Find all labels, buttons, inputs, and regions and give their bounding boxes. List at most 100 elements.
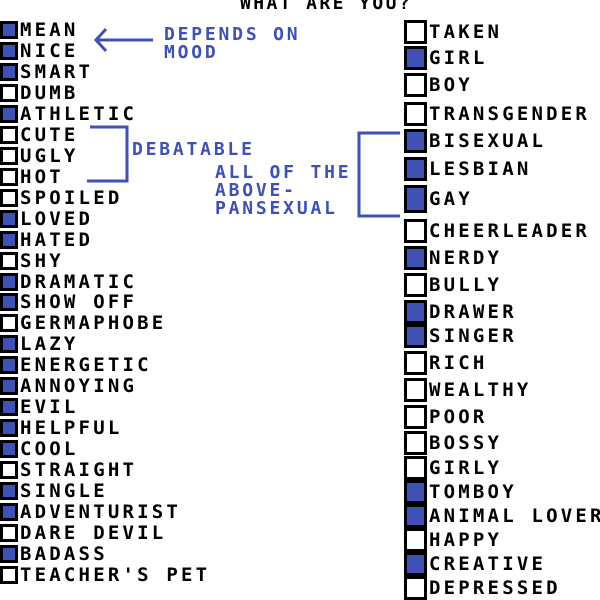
checklist-item[interactable]: TAKEN bbox=[404, 20, 502, 44]
checklist-item[interactable]: BOSSY bbox=[404, 431, 502, 455]
checkbox-checked[interactable] bbox=[0, 398, 18, 417]
checklist-item[interactable]: DEPRESSED bbox=[404, 576, 561, 600]
checkbox-unchecked[interactable] bbox=[404, 378, 427, 402]
checklist-item[interactable]: BOY bbox=[404, 73, 473, 97]
checkbox-checked[interactable] bbox=[0, 230, 18, 249]
checkbox-unchecked[interactable] bbox=[0, 314, 18, 333]
checkbox-unchecked[interactable] bbox=[404, 528, 427, 552]
checklist-item[interactable]: HATED bbox=[0, 230, 93, 250]
checklist-item[interactable]: NICE bbox=[0, 41, 79, 61]
checkbox-checked[interactable] bbox=[404, 157, 427, 181]
checkbox-checked[interactable] bbox=[0, 503, 18, 522]
checklist-item[interactable]: DARE DEVIL bbox=[0, 523, 166, 543]
checklist-item[interactable]: CREATIVE bbox=[404, 552, 546, 576]
checklist-item-label: GAY bbox=[429, 188, 473, 210]
checkbox-unchecked[interactable] bbox=[404, 73, 427, 97]
checkbox-checked[interactable] bbox=[404, 552, 427, 576]
checkbox-unchecked[interactable] bbox=[404, 456, 427, 480]
checkbox-checked[interactable] bbox=[404, 185, 427, 213]
checklist-item[interactable]: TOMBOY bbox=[404, 480, 517, 504]
checkbox-unchecked[interactable] bbox=[0, 167, 18, 186]
checklist-item[interactable]: TRANSGENDER bbox=[404, 102, 590, 126]
checklist-item[interactable]: SHOW OFF bbox=[0, 292, 137, 312]
checkbox-unchecked[interactable] bbox=[404, 576, 427, 600]
checklist-item[interactable]: CUTE bbox=[0, 125, 79, 145]
checkbox-checked[interactable] bbox=[0, 209, 18, 228]
checklist-item[interactable]: DRAWER bbox=[404, 300, 517, 324]
checkbox-unchecked[interactable] bbox=[404, 20, 427, 44]
checklist-item[interactable]: SMART bbox=[0, 62, 93, 82]
checkbox-checked[interactable] bbox=[404, 480, 427, 504]
checkbox-checked[interactable] bbox=[0, 377, 18, 396]
checkbox-checked[interactable] bbox=[404, 46, 427, 70]
checklist-item[interactable]: POOR bbox=[404, 405, 488, 429]
checkbox-checked[interactable] bbox=[0, 41, 18, 60]
checkbox-unchecked[interactable] bbox=[404, 273, 427, 297]
checklist-item[interactable]: HOT bbox=[0, 167, 64, 187]
checkbox-checked[interactable] bbox=[404, 300, 427, 324]
checklist-item[interactable]: RICH bbox=[404, 351, 488, 375]
checkbox-unchecked[interactable] bbox=[404, 431, 427, 455]
checkbox-checked[interactable] bbox=[404, 129, 427, 153]
checkbox-unchecked[interactable] bbox=[0, 146, 18, 165]
checkbox-checked[interactable] bbox=[404, 504, 427, 528]
checkbox-unchecked[interactable] bbox=[404, 102, 427, 126]
checklist-item[interactable]: MEAN bbox=[0, 20, 79, 40]
checkbox-checked[interactable] bbox=[0, 21, 18, 39]
checklist-item[interactable]: GIRLY bbox=[404, 456, 502, 480]
checkbox-unchecked[interactable] bbox=[404, 351, 427, 375]
checkbox-unchecked[interactable] bbox=[0, 125, 18, 144]
checkbox-checked[interactable] bbox=[0, 293, 18, 312]
checkbox-checked[interactable] bbox=[0, 482, 18, 501]
checklist-item[interactable]: UGLY bbox=[0, 146, 79, 166]
checklist-item[interactable]: BADASS bbox=[0, 544, 108, 564]
checklist-item[interactable]: SINGLE bbox=[0, 481, 108, 501]
checklist-item[interactable]: ANIMAL LOVER bbox=[404, 504, 600, 528]
checklist-item[interactable]: BISEXUAL bbox=[404, 129, 546, 153]
checklist-item[interactable]: STRAIGHT bbox=[0, 460, 137, 480]
checklist-item[interactable]: ENERGETIC bbox=[0, 355, 152, 375]
checklist-item[interactable]: ANNOYING bbox=[0, 376, 137, 396]
checkbox-unchecked[interactable] bbox=[0, 524, 18, 543]
checklist-item[interactable]: ATHLETIC bbox=[0, 104, 137, 124]
checkbox-unchecked[interactable] bbox=[0, 251, 18, 270]
checklist-item[interactable]: DRAMATIC bbox=[0, 272, 137, 292]
checkbox-unchecked[interactable] bbox=[0, 565, 18, 584]
checkbox-checked[interactable] bbox=[0, 62, 18, 81]
checklist-item[interactable]: TEACHER'S PET bbox=[0, 565, 210, 585]
checklist-item[interactable]: EVIL bbox=[0, 397, 79, 417]
checkbox-checked[interactable] bbox=[0, 356, 18, 375]
checklist-item[interactable]: GAY bbox=[404, 185, 473, 213]
checkbox-checked[interactable] bbox=[404, 324, 427, 348]
checkbox-unchecked[interactable] bbox=[0, 188, 18, 207]
checklist-item[interactable]: LAZY bbox=[0, 334, 79, 354]
checklist-item[interactable]: LESBIAN bbox=[404, 157, 531, 181]
checklist-item-label: NICE bbox=[20, 39, 79, 62]
checklist-item[interactable]: COOL bbox=[0, 439, 79, 459]
checkbox-checked[interactable] bbox=[0, 545, 18, 563]
checklist-item[interactable]: GERMAPHOBE bbox=[0, 313, 166, 333]
checklist-item[interactable]: SHY bbox=[0, 251, 64, 271]
checklist-item[interactable]: DUMB bbox=[0, 83, 79, 103]
checklist-item[interactable]: CHEERLEADER bbox=[404, 219, 590, 243]
checkbox-unchecked[interactable] bbox=[404, 219, 427, 243]
checklist-item[interactable]: HELPFUL bbox=[0, 418, 122, 438]
checkbox-checked[interactable] bbox=[0, 440, 18, 459]
checklist-item[interactable]: GIRL bbox=[404, 46, 488, 70]
checklist-item[interactable]: SINGER bbox=[404, 324, 517, 348]
checklist-item[interactable]: ADVENTURIST bbox=[0, 502, 181, 522]
checkbox-checked[interactable] bbox=[0, 272, 18, 291]
checklist-item[interactable]: WEALTHY bbox=[404, 378, 531, 402]
checkbox-unchecked[interactable] bbox=[0, 461, 18, 480]
checklist-item[interactable]: LOVED bbox=[0, 209, 93, 229]
checkbox-unchecked[interactable] bbox=[0, 83, 18, 102]
checklist-item[interactable]: BULLY bbox=[404, 273, 502, 297]
checkbox-checked[interactable] bbox=[0, 104, 18, 123]
checklist-item[interactable]: HAPPY bbox=[404, 528, 502, 552]
checkbox-unchecked[interactable] bbox=[404, 405, 427, 429]
checklist-item[interactable]: NERDY bbox=[404, 246, 502, 270]
checkbox-checked[interactable] bbox=[404, 246, 427, 270]
checkbox-checked[interactable] bbox=[0, 419, 18, 438]
checklist-item[interactable]: SPOILED bbox=[0, 188, 122, 208]
checkbox-checked[interactable] bbox=[0, 335, 18, 354]
